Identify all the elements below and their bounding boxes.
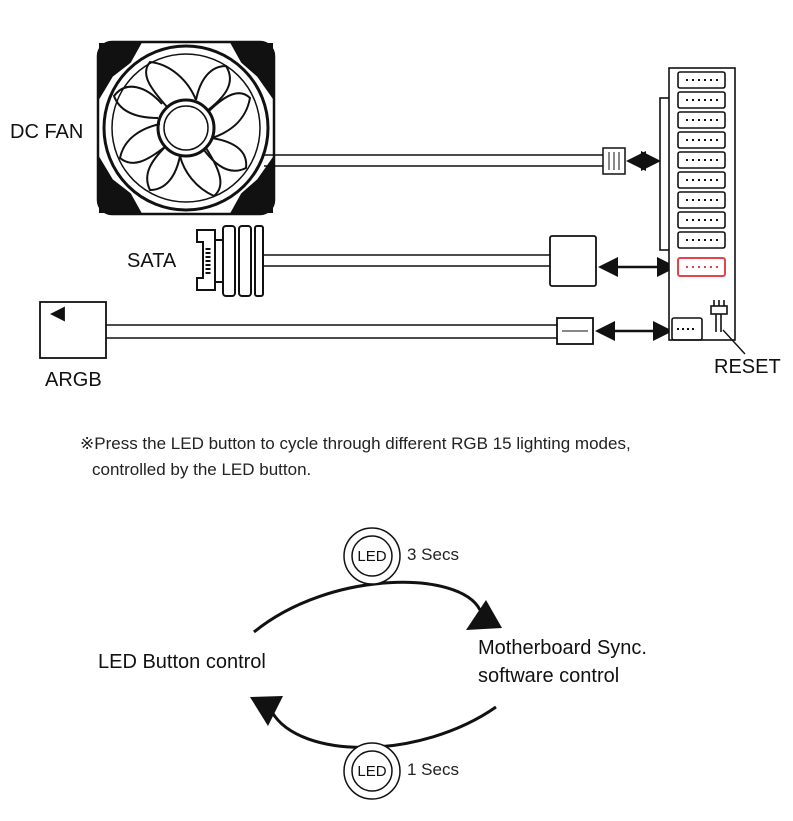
hub-board-icon [659, 67, 736, 341]
bottom-led-text: LED [357, 763, 386, 780]
argb-cable [106, 317, 594, 345]
instruction-note: ※Press the LED button to cycle through d… [80, 431, 631, 483]
led-button-icon: LED [343, 527, 401, 585]
note-line-1: ※Press the LED button to cycle through d… [80, 434, 631, 453]
bottom-duration: 1 Secs [407, 760, 459, 779]
mode-motherboard-sync-line1: Motherboard Sync. [478, 637, 647, 659]
mode-led-button-control: LED Button control [98, 651, 266, 673]
label-dc-fan: DC FAN [10, 121, 84, 143]
argb-controller-icon [39, 301, 107, 359]
sata-port-highlight [677, 257, 726, 277]
label-sata: SATA [127, 250, 177, 272]
sata-cable [263, 235, 597, 287]
flow-arrow-bottom [270, 705, 497, 749]
reset-switch-icon [710, 300, 746, 355]
fan-cable [264, 147, 626, 175]
mode-motherboard-sync-line2: software control [478, 665, 620, 687]
label-reset: RESET [714, 356, 781, 378]
top-led-text: LED [357, 548, 386, 565]
label-argb: ARGB [45, 369, 102, 391]
flow-arrow-top [253, 580, 482, 634]
fan-icon [96, 40, 276, 216]
top-duration: 3 Secs [407, 545, 459, 564]
sata-connector-icon [196, 225, 264, 297]
note-line-2: controlled by the LED button. [92, 460, 312, 479]
led-button-icon: LED [343, 742, 401, 800]
